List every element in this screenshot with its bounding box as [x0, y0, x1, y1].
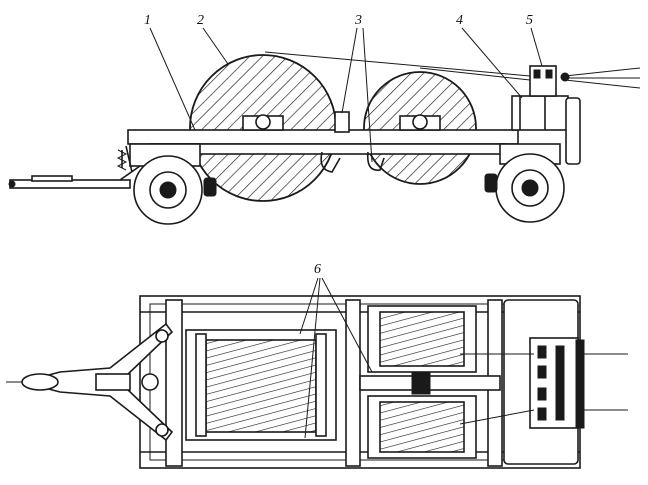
- drum-brake-hook: [320, 151, 341, 173]
- drum-winding-left: [205, 339, 317, 433]
- front-spring: [121, 145, 133, 173]
- leader-4: [461, 27, 523, 99]
- callout-1: 1: [144, 13, 151, 28]
- guide-roller: [545, 69, 553, 79]
- shaft-coupling: [411, 371, 431, 395]
- front-cross-member: [165, 299, 183, 467]
- drawbar-plate: [31, 175, 73, 182]
- guide-roller-bar: [555, 345, 565, 421]
- drawbar-pivot: [141, 373, 159, 391]
- callouts: 1 2 3 4 5 6: [144, 13, 533, 277]
- rear-reel-disk: [565, 97, 581, 165]
- leader-3a: [341, 27, 358, 114]
- leader-6a: [299, 277, 319, 335]
- rear-brake-block: [484, 173, 498, 193]
- drawbar-clevis: [95, 373, 131, 391]
- drum-flange: [195, 333, 207, 437]
- callout-3: 3: [354, 13, 362, 28]
- side-view: [8, 51, 641, 225]
- leader-6b: [304, 277, 321, 439]
- drawbar-hinge: [155, 423, 169, 437]
- tow-eye: [8, 180, 16, 188]
- middle-cross-member: [345, 299, 361, 467]
- leader-3b: [362, 27, 373, 163]
- frame-lower-beam: [149, 143, 506, 155]
- drum-winding-lower: [379, 401, 465, 453]
- front-brake-block: [203, 177, 217, 197]
- drawbar-hinge: [155, 329, 169, 343]
- rear-wheel-hub: [521, 179, 539, 197]
- cable-run: [459, 409, 535, 425]
- leader-6c: [321, 277, 373, 373]
- front-wheel-hub: [159, 181, 177, 199]
- guide-roller: [537, 407, 547, 421]
- guide-roller: [537, 365, 547, 379]
- cable-exit-line: [564, 79, 641, 89]
- drum-brake-hook: [366, 151, 385, 171]
- guide-roller: [533, 69, 541, 79]
- guide-pulley: [560, 72, 570, 82]
- drum-axle-left: [255, 114, 271, 130]
- cable-guide-block: [529, 337, 579, 429]
- drum-axle-right: [412, 114, 428, 130]
- guide-roller: [537, 345, 547, 359]
- callout-4: 4: [456, 13, 463, 28]
- cable-exit-line: [564, 67, 641, 77]
- guide-roller: [537, 387, 547, 401]
- top-view: [6, 295, 628, 469]
- callout-6: 6: [314, 262, 321, 277]
- front-spring-coil: [116, 149, 128, 171]
- front-wheel-rim: [149, 171, 187, 209]
- drum-flange: [315, 333, 327, 437]
- rear-wheel-rim: [511, 169, 549, 207]
- cable-line: [264, 51, 531, 77]
- cable-line: [419, 67, 531, 81]
- drum-winding-upper: [379, 311, 465, 367]
- rear-reel-disk: [575, 339, 585, 429]
- drawbar-link: [119, 165, 141, 181]
- leader-lines: [149, 27, 543, 439]
- frame-longitudinal-beam: [127, 129, 519, 145]
- drum-support-bracket: [334, 111, 350, 133]
- callout-2: 2: [197, 13, 204, 28]
- leader-5: [530, 27, 543, 67]
- tow-eye: [21, 373, 59, 391]
- leader-1: [149, 27, 196, 131]
- leader-2: [202, 27, 229, 65]
- callout-5: 5: [526, 13, 533, 28]
